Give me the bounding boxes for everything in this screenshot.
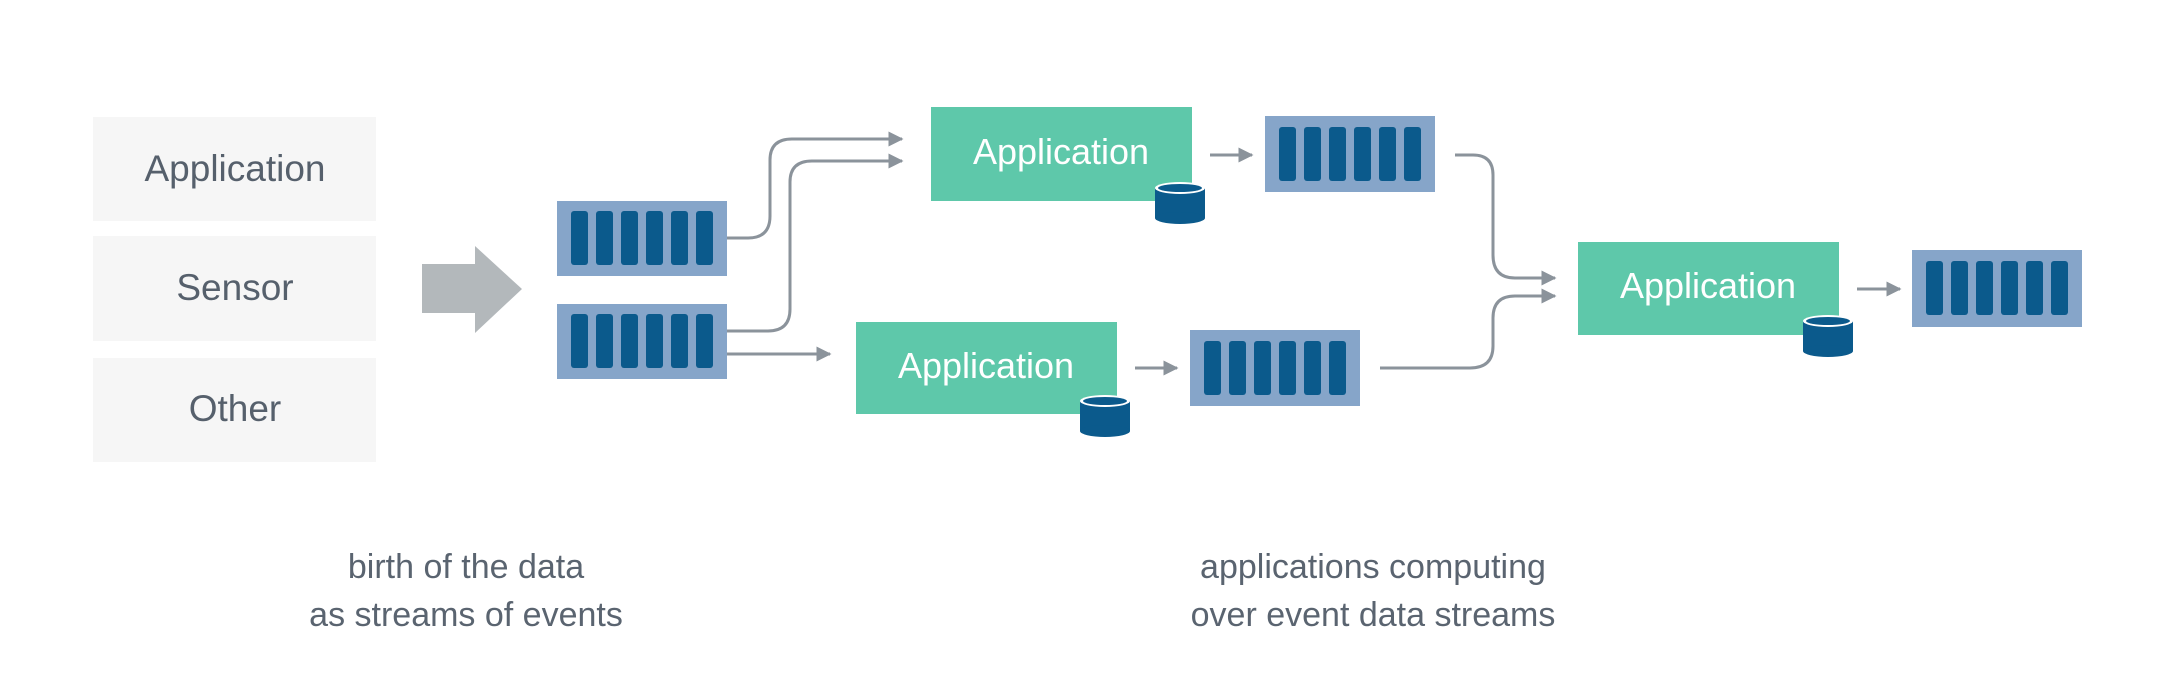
application-box: Application: [931, 107, 1192, 201]
source-sensor: Sensor: [93, 236, 376, 341]
application-label: Application: [898, 345, 1074, 386]
connector-queue2-to-app3: [1380, 288, 1557, 370]
event-queue-icon: [557, 304, 727, 379]
connector-queue1-to-app3: [1455, 153, 1557, 286]
caption-left-line-1: birth of the data: [348, 548, 584, 586]
caption-right: applications computing over event data s…: [1191, 548, 1556, 634]
application-box: Application: [1578, 242, 1839, 335]
source-other-label: Other: [189, 388, 282, 429]
application-label: Application: [973, 131, 1149, 172]
caption-right-line-1: applications computing: [1200, 548, 1546, 586]
application-box: Application: [856, 322, 1117, 414]
application-label: Application: [1620, 265, 1796, 306]
caption-left-line-2: as streams of events: [309, 596, 623, 634]
database-icon: [1155, 182, 1205, 224]
source-application-label: Application: [144, 148, 325, 189]
event-queue-icon: [1190, 330, 1360, 406]
caption-left: birth of the data as streams of events: [309, 548, 623, 634]
right-arrow-icon: [422, 246, 522, 333]
source-application: Application: [93, 117, 376, 221]
database-icon: [1803, 315, 1853, 357]
event-queue-icon: [557, 201, 727, 276]
event-queue-icon: [1265, 116, 1435, 192]
source-sensor-label: Sensor: [176, 267, 293, 308]
event-queue-icon: [1912, 250, 2082, 327]
database-icon: [1080, 395, 1130, 437]
connector-q2-to-app1-lower: [727, 153, 904, 333]
caption-right-line-2: over event data streams: [1191, 596, 1556, 634]
connector-q1-to-app1-upper: [727, 131, 904, 240]
source-other: Other: [93, 358, 376, 462]
